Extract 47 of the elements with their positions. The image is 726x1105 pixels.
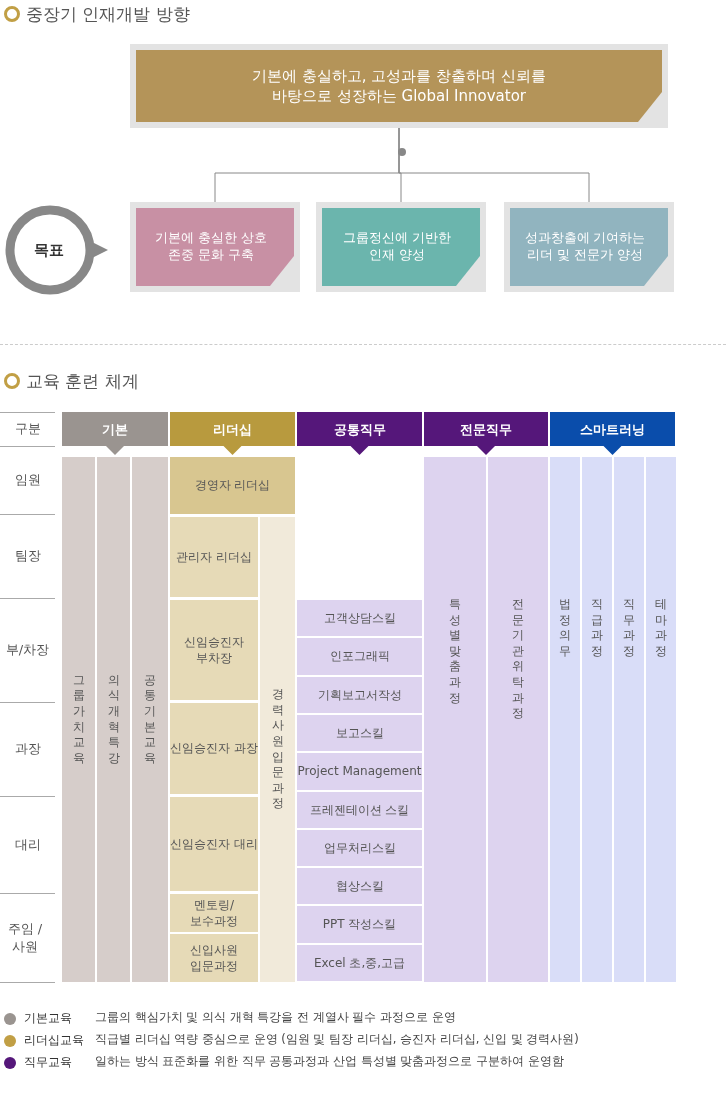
course-cell: 고객상담스킬	[297, 600, 422, 636]
course-cell: Project Management	[297, 753, 422, 790]
course-column: 법정의무	[550, 457, 580, 982]
legend-description: 그룹의 핵심가치 및 의식 개혁 특강을 전 계열사 필수 과정으로 운영	[95, 1010, 457, 1026]
connector-line	[398, 127, 590, 203]
goal-banner: 기본에 충실하고, 고성과를 창출하며 신뢰를 바탕으로 성장하는 Global Innovator	[130, 44, 668, 128]
legend-description: 직급별 리더십 역량 중심으로 운영 (임원 및 팀장 리더십, 승진자 리더십, 신입 및 경력사원)	[95, 1032, 580, 1048]
course-cell: 신임승진자 대리	[170, 797, 258, 891]
course-column: 의식 개혁 특강	[97, 457, 130, 982]
course-cell: 관리자 리더십	[170, 517, 258, 597]
legend-label: 기본교육	[24, 1010, 73, 1027]
course-cell: 경영자 리더십	[170, 457, 295, 514]
course-cell: 기획보고서작성	[297, 677, 422, 713]
course-cell: 멘토링/ 보수과정	[170, 894, 258, 932]
course-cell: 신임승진자 과장	[170, 703, 258, 794]
section-heading: 중장기 인재개발 방향	[26, 2, 190, 26]
row-label: 임원	[13, 471, 42, 489]
course-cell: Excel 초,중,고급	[297, 945, 422, 981]
legend-label: 리더십교육	[24, 1032, 85, 1049]
course-column: 특성별 맞춤 과정	[424, 457, 486, 982]
section-heading: 교육 훈련 체계	[26, 369, 139, 393]
course-column: 전문기관 위탁과정	[488, 457, 548, 982]
course-cell: 프레젠테이션 스킬	[297, 792, 422, 828]
row-label: 부/차장	[4, 641, 51, 659]
course-cell: 협상스킬	[297, 868, 422, 904]
row-label: 대리	[13, 835, 42, 854]
course-cell: 신임승진자 부차장	[170, 600, 258, 700]
course-cell: 보고스킬	[297, 715, 422, 751]
course-column: 공통 기본 교육	[132, 457, 168, 982]
row-label: 주임 /사원	[6, 919, 44, 956]
course-cell: 인포그래픽	[297, 638, 422, 675]
row-label: 과장	[13, 740, 42, 758]
course-column: 경력사원 입문과정	[260, 517, 295, 982]
row-label: 팀장	[13, 547, 42, 565]
course-cell: PPT 작성스킬	[297, 906, 422, 943]
legend-description: 일하는 방식 표준화를 위한 직무 공통과정과 산업 특성별 맞춤과정으로 구분하여 운영함	[95, 1054, 565, 1070]
course-column: 직급과정	[582, 457, 612, 982]
goal-box: 기본에 충실한 상호 존중 문화 구축	[130, 202, 300, 292]
goal-box: 성과창출에 기여하는 리더 및 전문가 양성	[504, 202, 674, 292]
course-column: 직무과정	[614, 457, 644, 982]
course-cell: 업무처리스킬	[297, 830, 422, 866]
legend-label: 직무교육	[24, 1054, 73, 1071]
course-cell: 신입사원 입문과정	[170, 934, 258, 982]
row-label: 구분	[13, 420, 42, 438]
goal-box: 그룹정신에 기반한 인재 양성	[316, 202, 486, 292]
course-column: 그룹 가치 교육	[62, 457, 95, 982]
course-column: 테마과정	[646, 457, 676, 982]
